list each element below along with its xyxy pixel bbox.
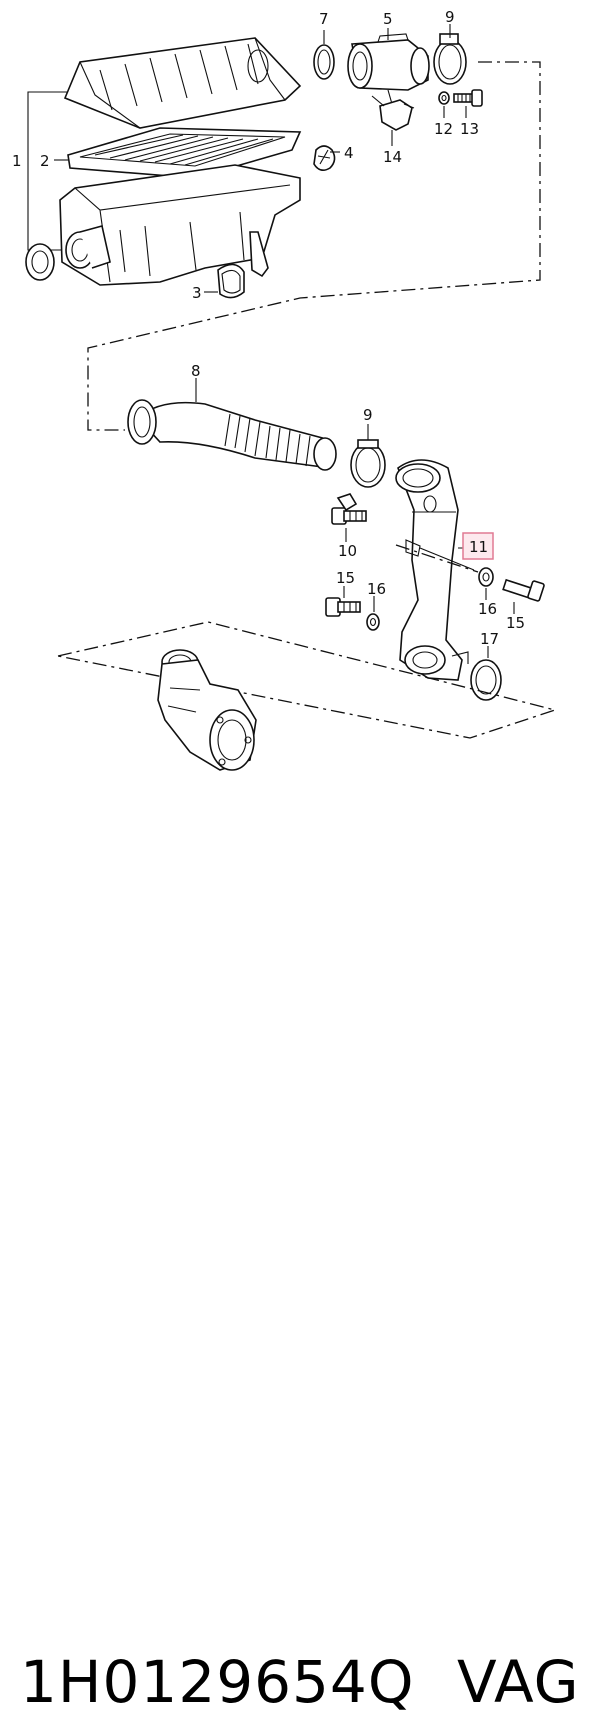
callout-14: 14 xyxy=(383,148,402,166)
callout-7: 7 xyxy=(319,10,329,28)
callout-10: 10 xyxy=(338,542,357,560)
bracket-1 xyxy=(27,91,40,251)
exploded-parts-diagram: 1 2 3 4 5 7 9 12 13 14 8 9 10 11 15 16 1… xyxy=(12,8,558,771)
part-number: 1H0129654Q xyxy=(20,1648,415,1716)
turbocharger xyxy=(157,649,257,771)
callout-4: 4 xyxy=(344,144,354,162)
air-filter-lower-housing xyxy=(59,164,301,286)
callout-11: 11 xyxy=(469,538,488,556)
clip-4 xyxy=(313,145,336,172)
air-mass-meter-5 xyxy=(347,33,430,109)
o-ring-7 xyxy=(313,44,335,80)
air-filter-cover xyxy=(63,37,302,129)
callout-15-left: 15 xyxy=(336,569,355,587)
sensor-14 xyxy=(379,99,413,131)
callout-15-right: 15 xyxy=(506,614,525,632)
callout-9-mid: 9 xyxy=(363,406,373,424)
air-filter-element xyxy=(67,127,302,179)
callout-13: 13 xyxy=(460,120,479,138)
intake-hose-8 xyxy=(127,399,337,471)
brand-name: VAG xyxy=(457,1648,580,1716)
washer-12 xyxy=(438,91,450,105)
callout-5: 5 xyxy=(383,10,393,28)
screw-13 xyxy=(453,89,483,107)
air-pipe-11 xyxy=(395,459,469,681)
washer-16-left xyxy=(366,613,380,631)
hose-clamp-9-top xyxy=(433,33,467,85)
caption-bar: 1H0129654Q VAG xyxy=(0,820,600,1716)
callout-8: 8 xyxy=(191,362,201,380)
callout-9-top: 9 xyxy=(445,8,455,26)
washer-16-right xyxy=(478,567,494,587)
callout-16-right: 16 xyxy=(478,600,497,618)
callout-3: 3 xyxy=(192,284,202,302)
callout-17: 17 xyxy=(480,630,499,648)
bolt-15-right xyxy=(502,578,545,602)
callout-12: 12 xyxy=(434,120,453,138)
bolt-10 xyxy=(331,493,367,525)
callout-1: 1 xyxy=(12,152,22,170)
callout-11-highlight xyxy=(462,532,494,560)
bolt-15-left xyxy=(325,597,361,617)
hose-clamp-9-mid xyxy=(350,439,386,488)
callout-2: 2 xyxy=(40,152,50,170)
sealing-ring xyxy=(25,243,55,281)
callout-16-left: 16 xyxy=(367,580,386,598)
